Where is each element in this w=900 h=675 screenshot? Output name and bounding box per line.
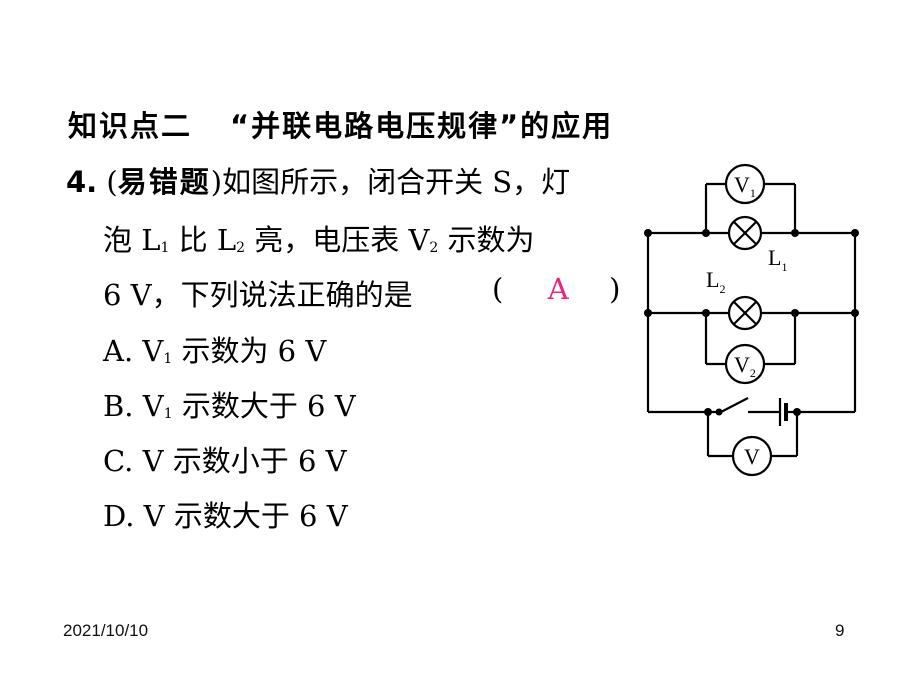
answer-bracket: ( A )	[492, 272, 620, 306]
question-tag: 易错题	[117, 165, 211, 199]
subscript: 1	[163, 406, 173, 422]
switch-pivot	[715, 408, 723, 416]
option-b-prefix: B. V	[103, 389, 164, 423]
meter-v-label: V	[744, 444, 760, 469]
lamp-l2-label: L2	[706, 267, 725, 296]
option-c-text: C. V 示数小于 6 V	[103, 444, 347, 478]
answer-letter: A	[547, 272, 569, 306]
option-d-text: D. V 示数大于 6 V	[103, 499, 348, 533]
section-heading-title: “并联电路电压规律”的应用	[230, 109, 614, 143]
subscript: 1	[160, 240, 170, 256]
lamp-l1-symbol	[727, 215, 763, 251]
lamp-l2-symbol	[727, 295, 763, 331]
question-text-2c: 亮，电压表 V	[245, 223, 430, 257]
option-a: A. V1 示数为 6 V	[103, 328, 326, 370]
option-b: B. V1 示数大于 6 V	[103, 383, 356, 425]
option-b-text: 示数大于 6 V	[172, 389, 356, 423]
footer-page-number: 9	[835, 621, 845, 640]
question-line-1: 4. (易错题)如图所示，闭合开关 S，灯	[66, 159, 570, 201]
question-text-1: 如图所示，闭合开关 S，灯	[222, 165, 571, 199]
question-text-2b: 比 L	[169, 223, 237, 257]
option-c: C. V 示数小于 6 V	[103, 438, 347, 480]
section-heading-label: 知识点二	[68, 109, 193, 143]
option-a-prefix: A. V	[103, 334, 164, 368]
question-line-2: 泡 L1 比 L2 亮，电压表 V2 示数为	[103, 217, 535, 259]
subscript: 2	[429, 240, 439, 256]
question-text-2d: 示数为	[438, 223, 535, 257]
question-number: 4.	[66, 165, 98, 199]
option-d: D. V 示数大于 6 V	[103, 493, 348, 535]
meter-v2-label: V2	[734, 352, 756, 380]
lamp-l1-label: L1	[768, 245, 787, 274]
voltmeter-v-symbol	[731, 435, 773, 477]
meter-v1-label: V1	[734, 172, 756, 200]
bracket-open: (	[492, 272, 504, 306]
section-heading: 知识点二 “并联电路电压规律”的应用	[68, 103, 613, 145]
subscript: 2	[236, 240, 246, 256]
bracket-close: )	[609, 272, 621, 306]
question-text-2a: 泡 L	[103, 223, 161, 257]
question-text-3: 6 V，下列说法正确的是	[103, 278, 413, 312]
tag-open: (	[106, 165, 118, 199]
option-a-text: 示数为 6 V	[172, 334, 327, 368]
subscript: 1	[163, 351, 173, 367]
tag-close: )	[210, 165, 223, 199]
question-line-3: 6 V，下列说法正确的是	[103, 272, 413, 314]
switch-blade	[720, 397, 749, 413]
footer-date: 2021/10/10	[63, 621, 149, 640]
voltmeter-v2-symbol	[724, 343, 766, 385]
voltmeter-v1-symbol	[724, 163, 766, 205]
